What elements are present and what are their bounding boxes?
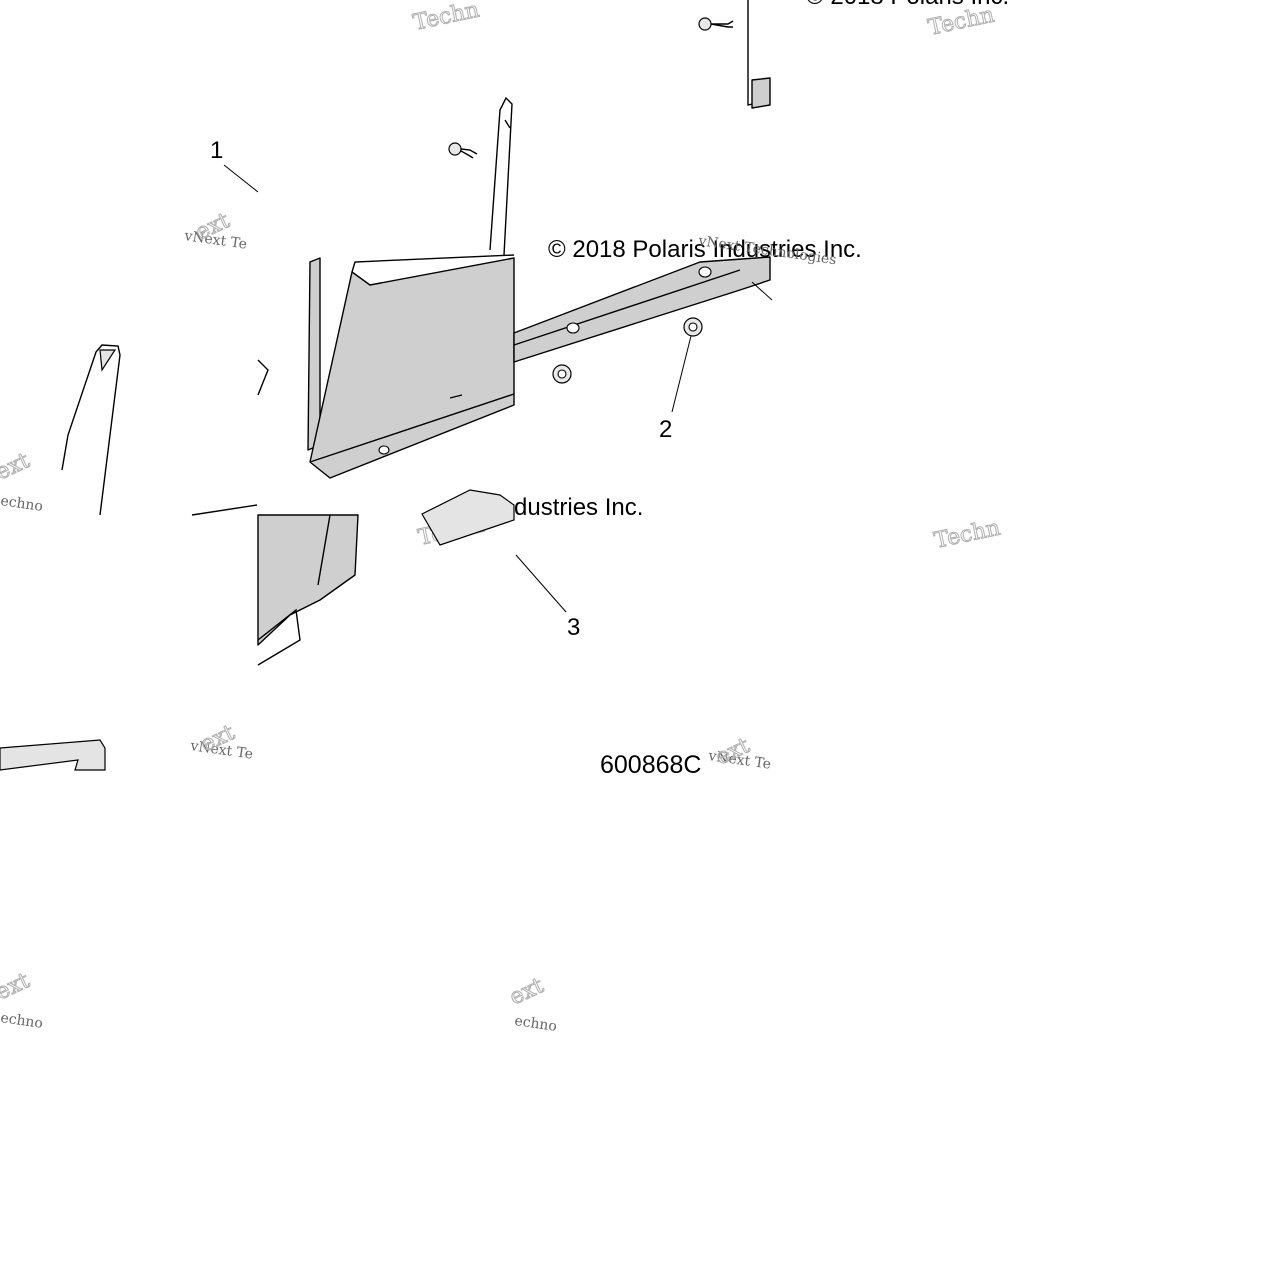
top-right-fragment: © 2018 Polaris Inc. Techn Techn: [411, 0, 1009, 109]
copyright-text-fragment: dustries Inc.: [514, 494, 643, 521]
callout-3: 3: [567, 614, 580, 641]
nut-icon-1: [552, 364, 572, 384]
push-clip-icon-top: [698, 17, 734, 31]
diagonal-bar: [513, 256, 771, 363]
nut-icon-2: [683, 317, 703, 337]
bracket-foot-top: [751, 77, 771, 109]
push-clip-icon: [448, 142, 478, 159]
left-lever: [61, 344, 121, 516]
leader-2: [671, 335, 692, 413]
watermark-outline-2: ext: [0, 448, 34, 485]
leader-1: [223, 164, 259, 193]
lower-left-fragment: [0, 739, 106, 771]
watermark-small-3: echno: [0, 493, 44, 515]
figure-number: 600868C: [600, 751, 701, 779]
bar-hole-1: [566, 322, 580, 334]
rod-bracket: [489, 96, 513, 256]
lower-guard: [257, 514, 359, 646]
guard-panel: [309, 257, 515, 479]
callout-2: 2: [659, 416, 672, 443]
watermark-bottom-1: ext: [0, 968, 34, 1005]
watermark-bottom-2: echno: [0, 1010, 44, 1032]
bar-hole-2: [698, 266, 712, 278]
watermark-top-left: Techn: [411, 0, 481, 36]
leader-3: [515, 554, 567, 613]
main-diagram: 1 vNext Te ext © 2018 Polaris Industries…: [0, 96, 1003, 1035]
copyright-text-main: © 2018 Polaris Industries Inc.: [548, 236, 862, 263]
guard-edge: [307, 257, 321, 451]
copyright-text-top: © 2018 Polaris Inc.: [806, 0, 1009, 10]
watermark-mid-right: Techn: [932, 516, 1002, 554]
lower-bracket: [421, 489, 515, 546]
watermark-bottom-3: ext: [506, 973, 548, 1010]
callout-1: 1: [210, 137, 223, 164]
mount-hole: [378, 445, 390, 455]
watermark-bottom-4: echno: [513, 1013, 557, 1035]
